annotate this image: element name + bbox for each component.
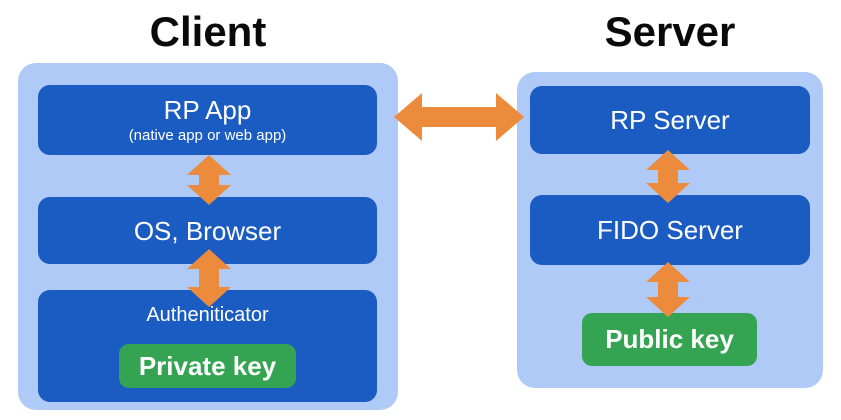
arrow-head-down (187, 287, 231, 307)
fido-server-label: FIDO Server (597, 215, 743, 245)
osbrowser-authenticator-double-arrow-icon (187, 249, 231, 307)
fidoserver-publickey-double-arrow-icon (646, 262, 690, 317)
arrow-head-left (394, 93, 422, 141)
public-key-box: Public key (582, 313, 757, 366)
arrow-head-down (187, 185, 231, 205)
arrow-shaft (658, 278, 678, 301)
arrow-head-up (646, 150, 690, 170)
arrow-head-right (496, 93, 524, 141)
server-title: Server (604, 8, 736, 55)
rp-app-box: RP App (native app or web app) (38, 85, 377, 155)
arrow-head-up (187, 155, 231, 175)
client-title: Client (149, 8, 267, 55)
arrow-head-down (646, 297, 690, 317)
arrow-head-up (646, 262, 690, 282)
arrow-shaft (658, 166, 678, 187)
os-browser-label: OS, Browser (133, 215, 282, 246)
rp-app-label: RP App (163, 95, 252, 125)
arrow-head-down (646, 183, 690, 203)
rpapp-osbrowser-double-arrow-icon (187, 155, 231, 205)
rp-app-subtitle: (native app or web app) (128, 127, 287, 144)
client-server-double-arrow-icon (394, 93, 524, 141)
public-key-label: Public key (605, 324, 734, 354)
rp-server-box: RP Server (530, 86, 810, 154)
authenticator-label: Autheniticator (146, 304, 269, 326)
server-panel: RP Server FIDO Server Public key (517, 72, 823, 388)
arrow-head-up (187, 249, 231, 269)
rpserver-fidoserver-double-arrow-icon (646, 150, 690, 203)
client-panel: RP App (native app or web app) OS, Brows… (18, 63, 398, 410)
rp-server-label: RP Server (610, 105, 730, 135)
arrow-shaft (410, 107, 508, 127)
private-key-label: Private key (138, 350, 277, 381)
fido-server-box: FIDO Server (530, 195, 810, 265)
arrow-shaft (199, 171, 219, 189)
arrow-shaft (199, 265, 219, 291)
private-key-box: Private key (119, 344, 296, 388)
authenticator-box: Autheniticator Private key (38, 290, 377, 402)
